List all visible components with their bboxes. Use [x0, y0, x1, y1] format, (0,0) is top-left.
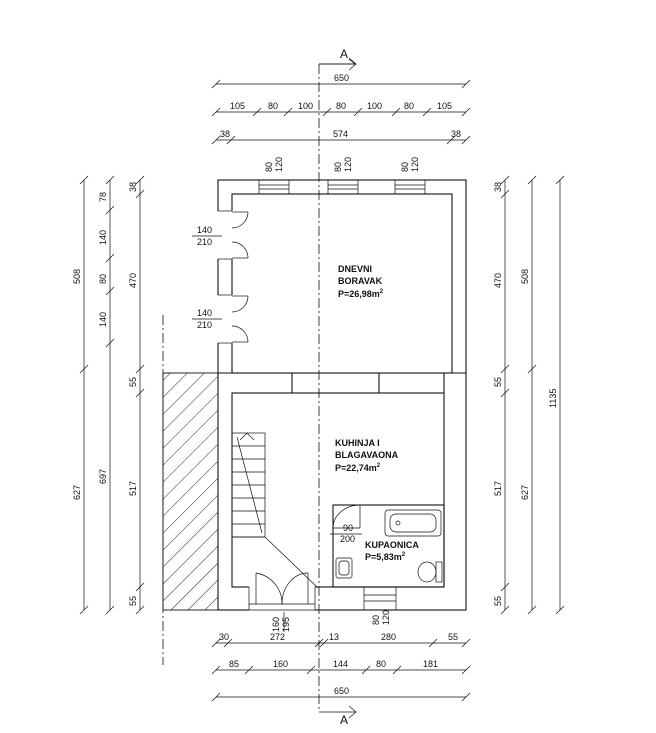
dim-right-mid: 627: [520, 485, 530, 500]
balcony-doors: 140 210 140 210: [192, 210, 249, 344]
dim-right-inner: 470: [493, 273, 503, 288]
dim-top-wall: 38: [220, 129, 230, 139]
room-bath-area: P=5,83m2: [365, 552, 406, 562]
dim-left-wall: 55: [128, 596, 138, 606]
door-height-label: 210: [197, 320, 212, 330]
section-label-top: A: [340, 47, 348, 61]
section-axis: A A: [318, 47, 357, 727]
door-height-label: 210: [197, 237, 212, 247]
left-dimensions: 508 627 78 140 80 140 697 38 470 55 517 …: [72, 175, 145, 615]
dim-top-opening: 100: [298, 101, 313, 111]
dim-right-inner: 38: [493, 182, 503, 192]
dim-right-inner: 55: [493, 596, 503, 606]
dim-top-opening: 80: [268, 101, 278, 111]
room-kitchen-name: KUHINJA I: [335, 438, 380, 448]
bathroom: 90 200 80 120: [330, 504, 445, 625]
entry-door-height: 195: [281, 617, 291, 632]
dim-right-mid: 508: [520, 269, 530, 284]
bath-door-height: 200: [340, 534, 355, 544]
bottom-dimensions: 30 272 13 280 55 85 160 144 80 181 650: [211, 632, 471, 702]
dim-left-inner: 78: [98, 192, 108, 202]
entry-door: 160 195: [248, 572, 316, 632]
dim-bottom-wall: 13: [329, 632, 339, 642]
dim-top-wall: 38: [451, 129, 461, 139]
dim-bottom-opening: 160: [273, 659, 288, 669]
dim-bottom-wall: 280: [381, 632, 396, 642]
dim-bottom-wall: 272: [270, 632, 285, 642]
window-width-label: 80: [400, 162, 410, 172]
dim-top-total: 650: [334, 73, 349, 83]
dim-left-outer: 508: [72, 269, 82, 284]
staircase: [231, 432, 318, 588]
right-dimensions: 38 470 55 517 55 508 627 1135: [493, 175, 565, 615]
dim-right-inner: 55: [493, 377, 503, 387]
room-kitchen-area: P=22,74m2: [335, 463, 381, 473]
entry-door-width: 160: [271, 617, 281, 632]
building-walls: [217, 179, 467, 611]
dim-top-opening: 105: [230, 101, 245, 111]
window-height-label: 120: [274, 157, 284, 172]
bath-window-height: 120: [381, 610, 391, 625]
top-windows: 80 120 80 120 80 120: [258, 157, 426, 195]
room-living-name: DNEVNI: [338, 264, 372, 274]
window-width-label: 80: [333, 162, 343, 172]
dim-bottom-opening: 80: [376, 659, 386, 669]
dim-bottom-wall: 30: [219, 632, 229, 642]
dim-left-inner: 140: [98, 312, 108, 327]
dim-bottom-opening: 181: [423, 659, 438, 669]
hatched-area: [162, 315, 219, 665]
dim-right-inner: 517: [493, 481, 503, 496]
dim-left-wall: 55: [128, 377, 138, 387]
bath-window-width: 80: [371, 615, 381, 625]
door-width-label: 140: [197, 308, 212, 318]
room-living-area: P=26,98m2: [338, 289, 384, 299]
dim-top-wall: 574: [333, 129, 348, 139]
window-height-label: 120: [343, 157, 353, 172]
dim-left-inner: 140: [98, 230, 108, 245]
dim-top-opening: 80: [404, 101, 414, 111]
dim-top-ticks: [211, 107, 471, 117]
dim-right-outer: 1135: [548, 389, 558, 408]
dim-left-wall: 470: [128, 273, 138, 288]
room-bath-name: KUPAONICA: [365, 540, 419, 550]
bath-door-width: 90: [343, 523, 353, 533]
room-kitchen-name2: BLAGAVAONA: [335, 450, 399, 460]
door-width-label: 140: [197, 225, 212, 235]
room-labels: DNEVNI BORAVAK P=26,98m2 KUHINJA I BLAGA…: [335, 264, 419, 562]
dim-top-opening: 100: [367, 101, 382, 111]
dim-top-opening: 105: [437, 101, 452, 111]
room-living-name2: BORAVAK: [338, 276, 383, 286]
dim-bottom-opening: 144: [333, 659, 348, 669]
window-width-label: 80: [264, 162, 274, 172]
dim-bottom-total: 650: [334, 686, 349, 696]
dim-left-wall: 38: [128, 182, 138, 192]
dim-left-wall: 517: [128, 481, 138, 496]
dim-left-mid: 697: [98, 469, 108, 484]
window-height-label: 120: [410, 157, 420, 172]
dim-left-outer: 627: [72, 485, 82, 500]
dim-left-inner: 80: [98, 274, 108, 284]
dim-bottom-wall: 55: [448, 632, 458, 642]
section-label-bottom: A: [340, 713, 348, 727]
top-dimensions: 650 105 80 100 80 100 80 105 38 574 38: [211, 73, 471, 145]
dim-top-opening: 80: [336, 101, 346, 111]
dim-bottom-opening: 85: [229, 659, 239, 669]
